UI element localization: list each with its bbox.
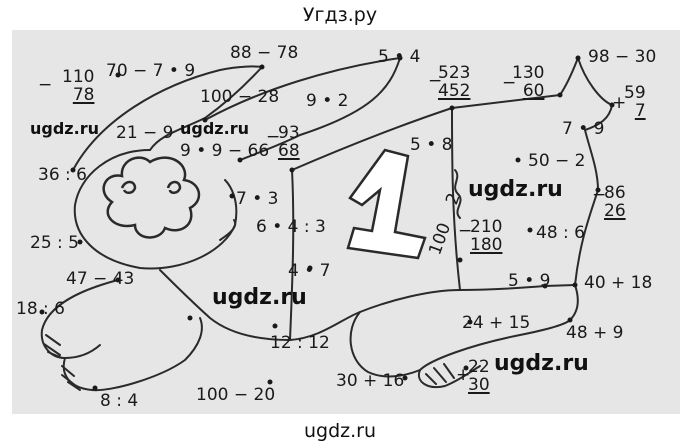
expression: 9 • 9 − 66 — [180, 141, 270, 161]
rabbit-front-paws — [40, 279, 119, 359]
rabbit-back — [291, 57, 613, 321]
column-sign: + — [612, 93, 627, 113]
expression: 100 − 28 — [200, 87, 280, 107]
watermark: ugdz.ru — [180, 119, 249, 138]
column-210-180: 210 180 — [470, 217, 503, 255]
expression: 48 + 9 — [566, 323, 624, 343]
expression: 5 • 4 — [378, 47, 421, 67]
rabbit-hind-leg — [349, 311, 421, 378]
column-sign: + — [456, 365, 471, 385]
watermark: ugdz.ru — [494, 351, 589, 376]
expression: 4 • 7 — [288, 261, 331, 281]
rabbit-cheek — [219, 219, 237, 241]
expression: 48 : 6 — [536, 223, 585, 243]
expression: 30 + 16 — [336, 371, 405, 391]
column-130-60: 130 60 — [512, 63, 545, 101]
expression: 50 − 2 — [528, 151, 586, 171]
expression: 88 − 78 — [230, 43, 299, 63]
column-22-30: 22 30 — [468, 357, 490, 395]
rabbit-inner-back — [451, 107, 461, 291]
expression: 8 : 4 — [100, 391, 139, 411]
column-59-7: 59 7 — [624, 83, 646, 121]
worksheet-panel — [12, 30, 680, 414]
rabbit-chest — [159, 269, 291, 341]
rabbit-hind-foot — [419, 319, 571, 371]
rabbit-belly — [289, 284, 576, 341]
expression: 47 − 43 — [66, 269, 135, 289]
expression: 40 + 18 — [584, 273, 653, 293]
expression: 5 • 9 — [508, 271, 551, 291]
column-sign: − — [502, 73, 517, 93]
expression: 100 − 20 — [196, 385, 276, 405]
column-86-26: 86 26 — [604, 183, 626, 221]
connect-dots — [39, 55, 615, 391]
column-sign: − — [428, 71, 443, 91]
rabbit-left-ear — [72, 65, 263, 171]
column-110-78: 110 78 — [62, 67, 95, 105]
expression: 7 • 3 — [236, 189, 279, 209]
expression: 5 • 8 — [410, 135, 453, 155]
column-sign: − — [458, 221, 473, 241]
watermark: ugdz.ru — [212, 285, 307, 310]
rabbit-foot-tip — [417, 365, 481, 388]
column-sign: − — [266, 127, 281, 147]
big-digit-one-shape — [346, 148, 427, 260]
expression: 25 : 5 — [30, 233, 79, 253]
expression: 36 : 6 — [38, 165, 87, 185]
site-footer: ugdz.ru — [303, 420, 377, 442]
expression: 9 • 2 — [306, 91, 349, 111]
expression: 70 − 7 • 9 — [106, 61, 196, 81]
site-header: Угдз.ру — [302, 4, 378, 26]
expression: 7 • 9 — [562, 119, 605, 139]
rabbit-face-flower — [102, 156, 201, 239]
expression: 6 • 4 : 3 — [256, 217, 326, 237]
expression: 24 + 15 — [462, 313, 531, 333]
column-sign: − — [592, 185, 607, 205]
watermark: ugdz.ru — [468, 177, 563, 202]
expression: 21 − 9 — [116, 123, 174, 143]
column-93-68: 93 68 — [278, 123, 300, 161]
expression: 98 − 30 — [588, 47, 657, 67]
watermark: ugdz.ru — [30, 119, 99, 138]
rabbit-head — [73, 149, 238, 270]
rabbit-right-ear — [204, 57, 401, 161]
expression: 12 : 12 — [270, 333, 330, 353]
column-sign: − — [38, 75, 53, 95]
column-523-452: 523 452 — [438, 63, 471, 101]
rabbit-seam — [289, 169, 295, 341]
expression: 18 : 6 — [16, 299, 65, 319]
